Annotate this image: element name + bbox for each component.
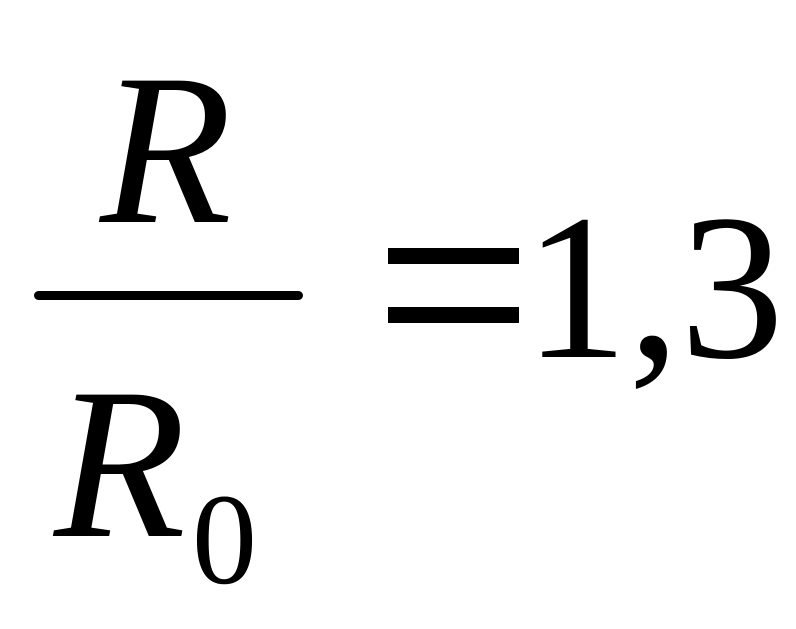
numerator-r: R xyxy=(100,30,232,269)
ratio-value: 1,3 xyxy=(524,172,784,402)
fraction-bar xyxy=(34,291,303,300)
equals-sign-top-bar xyxy=(388,248,519,264)
denominator-r: R xyxy=(54,344,186,583)
denominator-subscript: 0 xyxy=(192,468,257,612)
equals-sign-bottom-bar xyxy=(388,307,519,323)
